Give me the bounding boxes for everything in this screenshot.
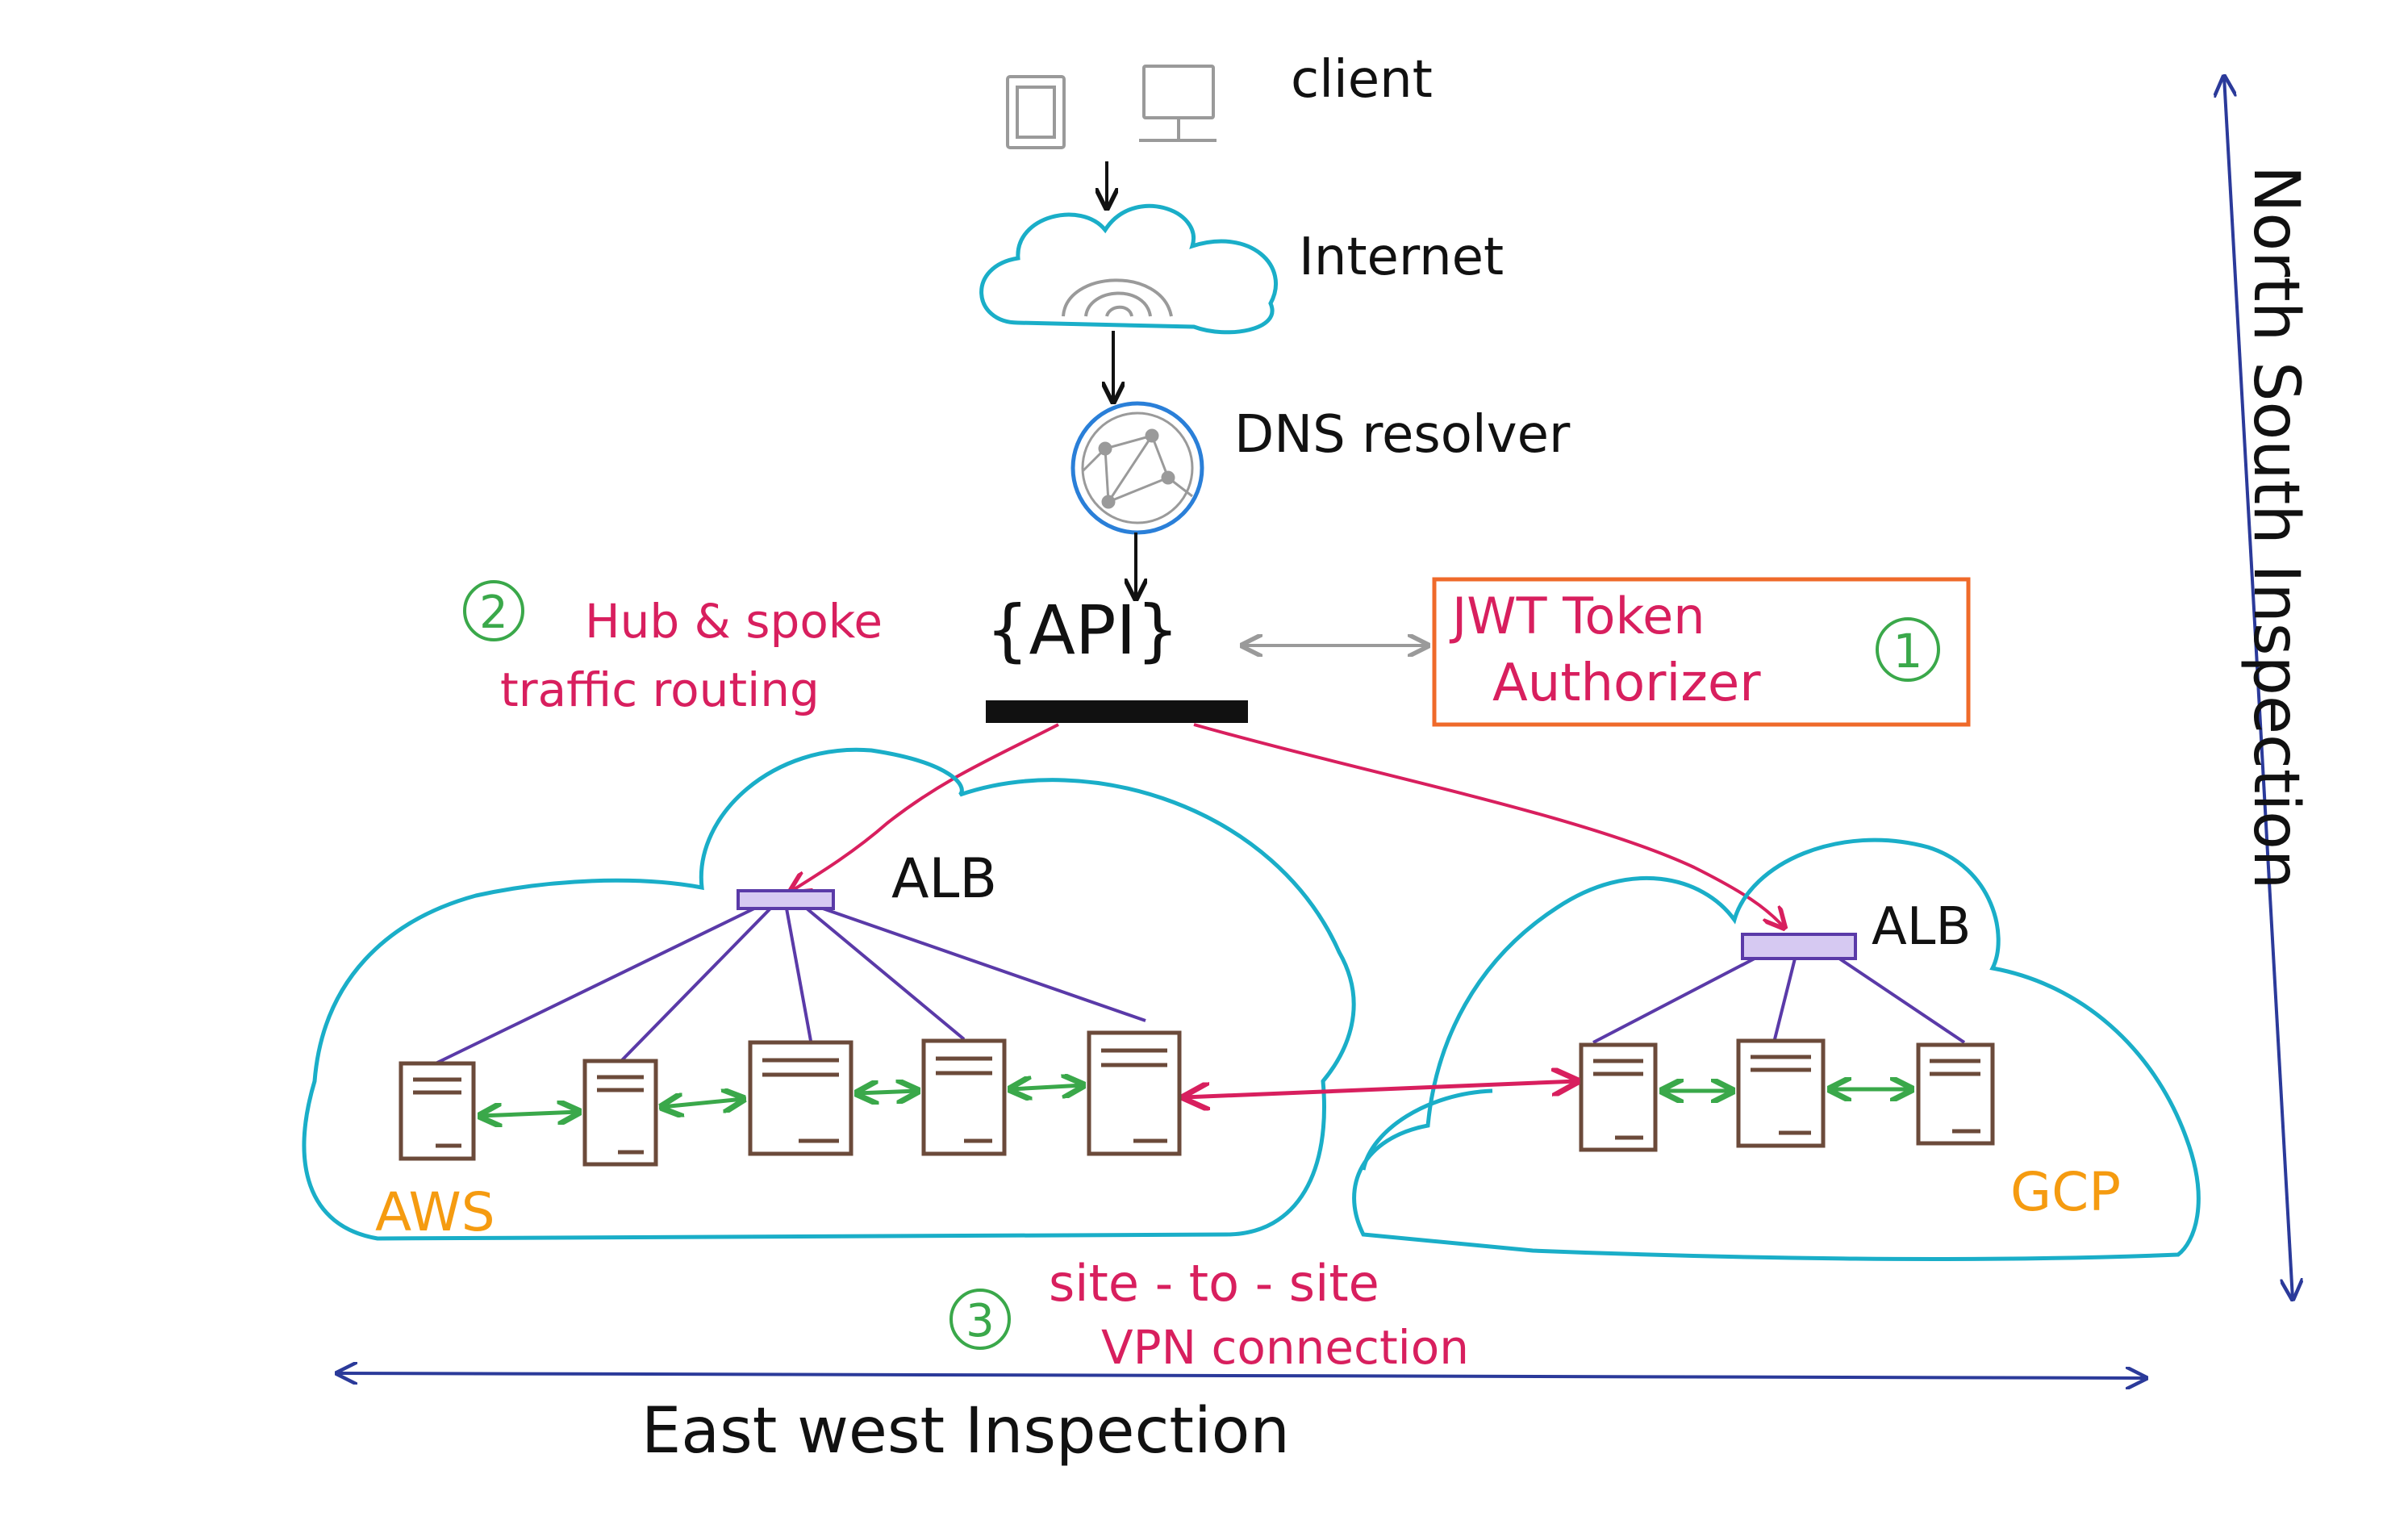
step-badge-1-number: 1 (1893, 624, 1923, 679)
server-icon (921, 1038, 1007, 1156)
server-icon (1736, 1038, 1826, 1148)
monitor-icon (1139, 65, 1217, 142)
vpn-label-line2: VPN connection (1101, 1320, 1469, 1375)
gcp-cloud-inner-edge (1361, 1088, 1493, 1171)
vpn-link (1184, 1081, 1577, 1097)
step-badge-3-number: 3 (966, 1295, 995, 1347)
aws-cloud (302, 747, 1356, 1241)
aws-alb (737, 889, 835, 910)
api-gateway-bar (986, 700, 1248, 723)
internet-cloud (979, 203, 1278, 335)
aws-peer-links (480, 1085, 1083, 1116)
dns-resolver-node (1070, 401, 1204, 535)
hub-spoke-label-line1: Hub & spoke (585, 594, 883, 649)
east-west-label: East west Inspection (641, 1395, 1290, 1468)
aws-label: AWS (375, 1181, 495, 1243)
step-badge-3 (949, 1289, 1011, 1350)
jwt-label-line2: Authorizer (1492, 654, 1761, 713)
api-label: {API} (986, 591, 1179, 670)
route-api-to-gcp-alb (1193, 723, 1784, 928)
gcp-label: GCP (2010, 1161, 2121, 1223)
tablet-icon (1006, 75, 1066, 149)
network-globe-icon (1081, 411, 1194, 524)
step-badge-1 (1876, 617, 1940, 682)
route-api-to-aws-alb (791, 723, 1059, 892)
gcp-alb-links (1592, 957, 1966, 1044)
internet-label: Internet (1299, 228, 1504, 287)
dns-resolver-label: DNS resolver (1234, 405, 1571, 465)
hub-spoke-label-line2: traffic routing (500, 662, 820, 717)
server-icon (748, 1040, 853, 1156)
server-icon (399, 1061, 476, 1161)
wifi-icon (1062, 278, 1173, 317)
server-icon (1087, 1030, 1182, 1156)
aws-alb-links (435, 907, 1146, 1065)
server-icon (1579, 1042, 1658, 1152)
east-west-axis (337, 1373, 2146, 1378)
gcp-peer-links (1662, 1089, 1912, 1091)
vpn-label-line1: site - to - site (1049, 1254, 1379, 1313)
client-label: client (1291, 50, 1433, 110)
gcp-alb-label: ALB (1872, 897, 1971, 957)
server-icon (1916, 1042, 1995, 1146)
server-icon (582, 1059, 658, 1167)
aws-alb-label: ALB (891, 847, 997, 911)
gcp-alb (1741, 933, 1857, 960)
step-badge-2-number: 2 (479, 587, 508, 639)
north-south-label: North South Inspection (2239, 165, 2312, 889)
step-badge-2 (463, 580, 524, 641)
jwt-authorizer-box: JWT Token Authorizer 1 (1432, 577, 1971, 727)
gcp-cloud (1352, 838, 2201, 1261)
jwt-label-line1: JWT Token (1449, 587, 1705, 645)
north-south-axis (2224, 77, 2293, 1299)
